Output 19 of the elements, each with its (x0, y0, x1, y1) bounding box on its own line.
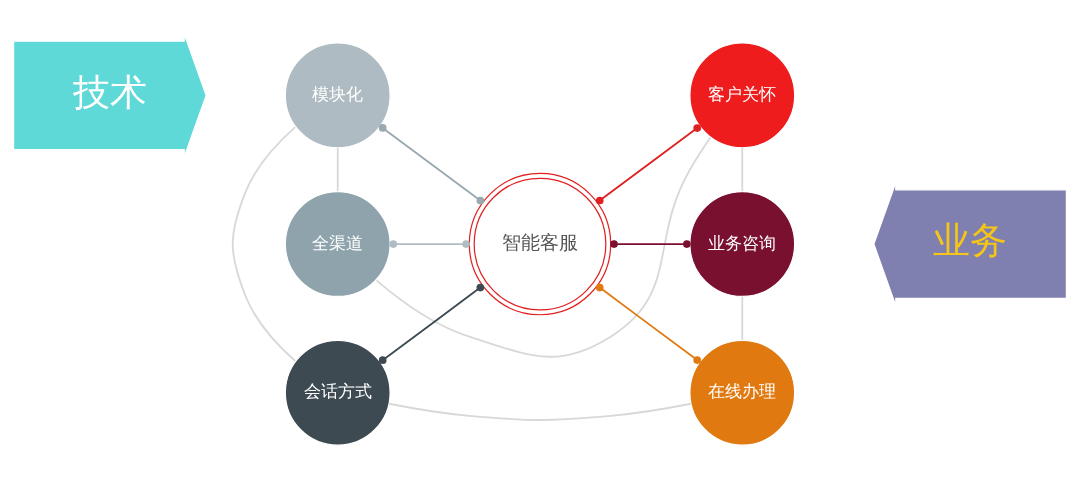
node-circle: 会话方式 (284, 339, 391, 446)
node-circle: 客户关怀 (689, 41, 796, 148)
connector (610, 239, 691, 248)
connector (595, 283, 702, 364)
connector (375, 136, 712, 358)
node-circle: 全渠道 (284, 190, 391, 297)
connector (389, 239, 470, 248)
node-circle: 在线办理 (689, 339, 796, 446)
connector (741, 295, 744, 341)
node-circle: 模块化 (284, 41, 391, 148)
connector (388, 402, 692, 421)
connector (741, 146, 744, 192)
connector (336, 146, 339, 192)
node-circle: 智能客服 (468, 172, 612, 315)
node-circle: 业务咨询 (689, 190, 796, 297)
connector (378, 123, 485, 204)
connector (231, 125, 297, 362)
connector (595, 123, 702, 204)
connector (378, 283, 485, 364)
